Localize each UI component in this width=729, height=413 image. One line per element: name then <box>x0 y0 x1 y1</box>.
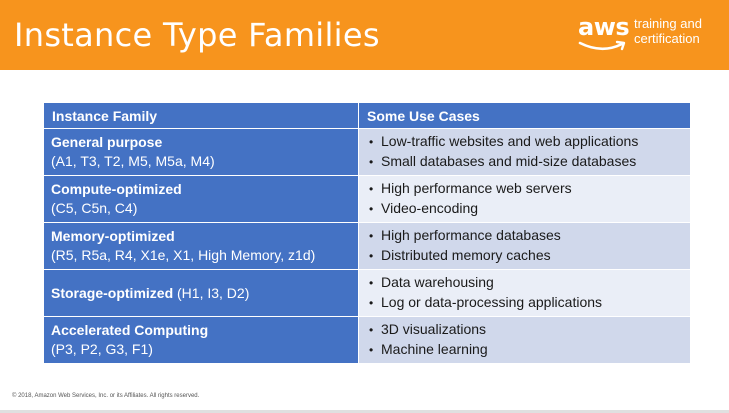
family-types: (A1, T3, T2, M5, M5a, M4) <box>51 153 215 169</box>
bullet-icon: • <box>369 182 374 196</box>
use-case-text: Distributed memory caches <box>381 247 551 263</box>
family-cell: Memory-optimized (R5, R5a, R4, X1e, X1, H… <box>43 222 359 270</box>
use-cases-cell: • Low-traffic websites and web applicatio… <box>358 128 691 176</box>
use-cases-cell: • High performance databases • Distributed … <box>358 222 691 270</box>
bullet-icon: • <box>369 229 374 243</box>
logo-caption-line1: training and <box>634 16 702 31</box>
use-case-item: • Log or data-processing applications <box>369 293 680 313</box>
family-cell: Storage-optimized (H1, I3, D2) <box>43 269 359 317</box>
family-name: General purpose <box>51 134 163 150</box>
use-case-item: • Data warehousing <box>369 273 680 293</box>
instance-family-table: Instance Family Some Use Cases General p… <box>43 102 691 364</box>
bullet-icon: • <box>369 202 374 216</box>
family-types: (P3, P2, G3, F1) <box>51 341 153 357</box>
use-case-item: • Distributed memory caches <box>369 246 680 266</box>
family-types: (C5, C5n, C4) <box>51 200 138 216</box>
logo-caption-line2: certification <box>634 31 700 46</box>
use-case-text: 3D visualizations <box>381 321 487 337</box>
bullet-icon: • <box>369 296 374 310</box>
family-name: Accelerated Computing <box>51 322 209 338</box>
bullet-icon: • <box>369 135 374 149</box>
copyright-notice: © 2018, Amazon Web Services, Inc. or its… <box>12 393 200 399</box>
use-case-item: • 3D visualizations <box>369 320 680 340</box>
family-name: Storage-optimized <box>51 284 174 301</box>
family-name: Memory-optimized <box>51 228 175 244</box>
use-case-text: Machine learning <box>381 341 488 357</box>
use-cases-cell: • High performance web servers • Video-enco… <box>358 175 691 223</box>
aws-logo-word: aws <box>578 13 630 41</box>
use-case-text: Small databases and mid-size databases <box>381 153 637 169</box>
table-header-row: Instance Family Some Use Cases <box>43 102 691 129</box>
table-row: Storage-optimized (H1, I3, D2) • Data ware… <box>43 269 691 317</box>
bullet-icon: • <box>369 276 374 290</box>
family-name: Compute-optimized <box>51 181 182 197</box>
use-case-text: Data warehousing <box>381 274 494 290</box>
use-case-item: • Low-traffic websites and web applicatio… <box>369 132 680 152</box>
use-cases-cell: • Data warehousing • Log or data-processing… <box>358 269 691 317</box>
bullet-icon: • <box>369 249 374 263</box>
family-types: (H1, I3, D2) <box>177 284 250 301</box>
table-row: Memory-optimized (R5, R5a, R4, X1e, X1, H… <box>43 222 691 270</box>
family-cell: Compute-optimized (C5, C5n, C4) <box>43 175 359 223</box>
use-case-item: • Video-encoding <box>369 199 680 219</box>
use-case-text: High performance web servers <box>381 180 572 196</box>
table-row: General purpose (A1, T3, T2, M5, M5a, M4)… <box>43 128 691 176</box>
family-cell: General purpose (A1, T3, T2, M5, M5a, M4) <box>43 128 359 176</box>
family-cell: Accelerated Computing (P3, P2, G3, F1) <box>43 316 359 364</box>
use-case-item: • Small databases and mid-size databases <box>369 152 680 172</box>
logo-caption: training and certification <box>634 16 702 46</box>
column-header-family: Instance Family <box>43 102 359 129</box>
family-types: (R5, R5a, R4, X1e, X1, High Memory, z1d) <box>51 247 316 263</box>
slide-header: Instance Type Families aws training and … <box>0 0 729 70</box>
use-case-item: • High performance databases <box>369 226 680 246</box>
bullet-icon: • <box>369 323 374 337</box>
bullet-icon: • <box>369 155 374 169</box>
slide-title: Instance Type Families <box>14 16 380 54</box>
bottom-divider <box>0 410 729 413</box>
use-case-text: Video-encoding <box>381 200 479 216</box>
table-row: Accelerated Computing (P3, P2, G3, F1) • 3D… <box>43 316 691 364</box>
use-case-text: High performance databases <box>381 227 561 243</box>
use-case-item: • High performance web servers <box>369 179 680 199</box>
use-case-text: Low-traffic websites and web application… <box>381 133 639 149</box>
table-body: General purpose (A1, T3, T2, M5, M5a, M4)… <box>43 128 691 364</box>
aws-smile-icon <box>578 40 626 51</box>
bullet-icon: • <box>369 343 374 357</box>
use-cases-cell: • 3D visualizations • Machine learning <box>358 316 691 364</box>
column-header-uses: Some Use Cases <box>358 102 691 129</box>
use-case-item: • Machine learning <box>369 340 680 360</box>
table-row: Compute-optimized (C5, C5n, C4) • High perf… <box>43 175 691 223</box>
use-case-text: Log or data-processing applications <box>381 294 603 310</box>
aws-training-logo: aws training and certification <box>578 12 718 58</box>
aws-logo-mark: aws <box>578 12 630 56</box>
